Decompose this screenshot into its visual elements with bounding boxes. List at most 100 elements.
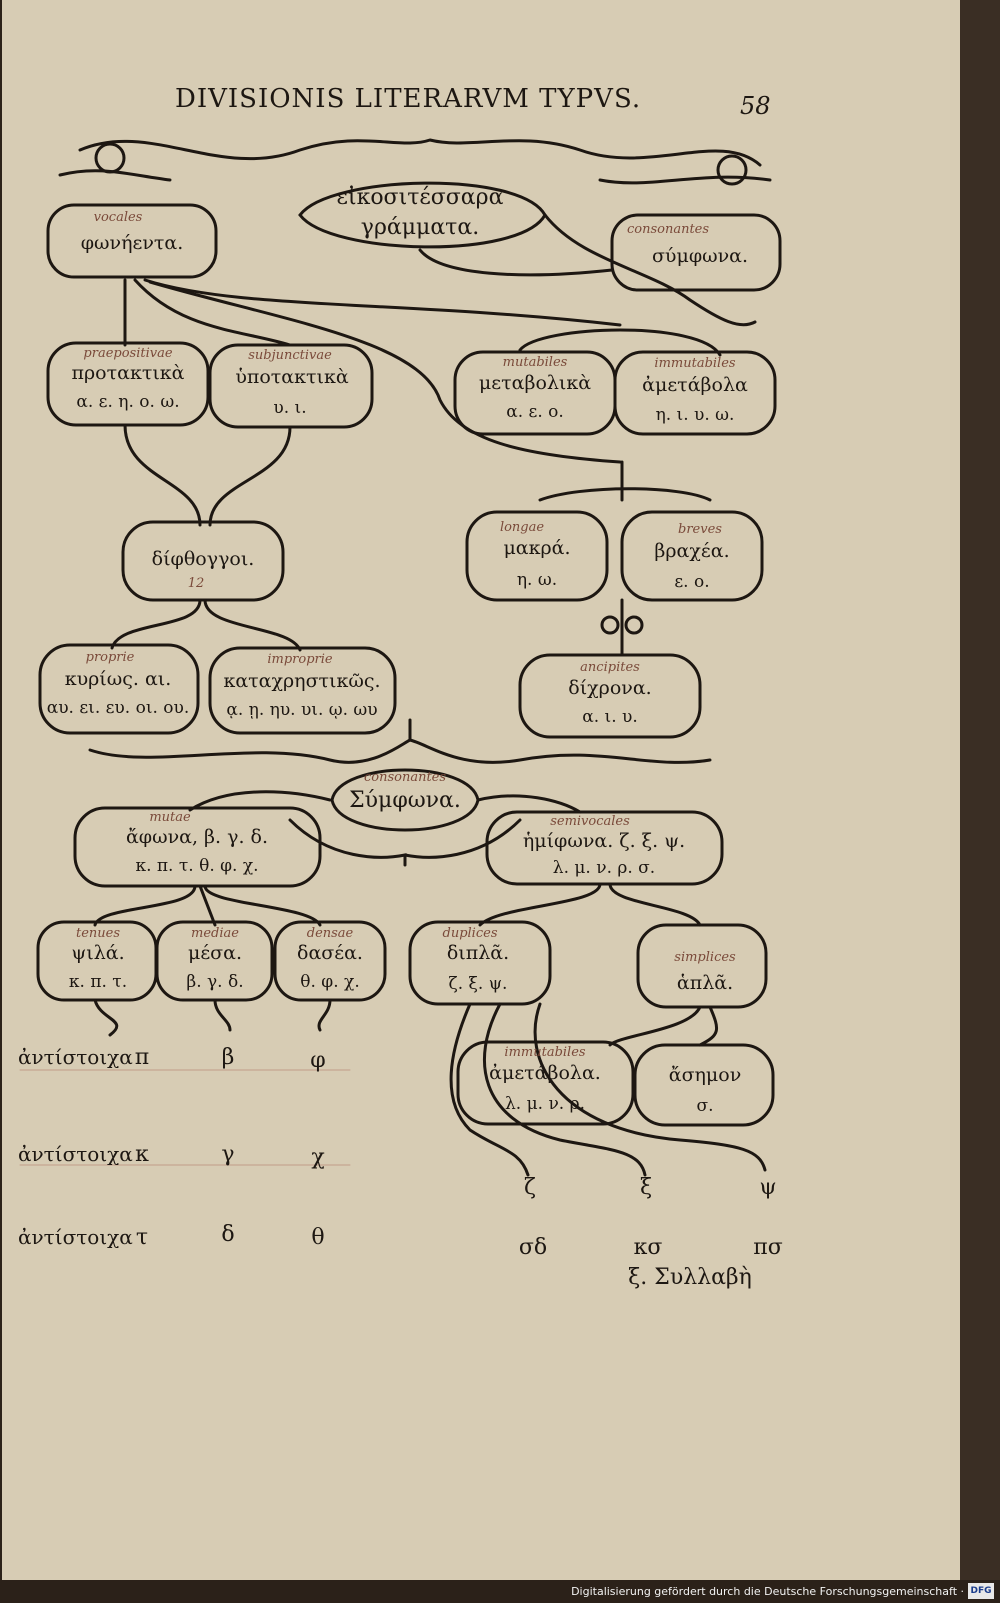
footnote-syllabe: ξ. Συλλαβὴ bbox=[628, 1265, 752, 1290]
ametabola-top-frame bbox=[613, 350, 777, 436]
consonantes-top-note: consonantes bbox=[626, 222, 710, 237]
antistoicha-label-3: ἀντίστοιχα bbox=[18, 1225, 133, 1249]
makra-note: longae bbox=[499, 520, 545, 535]
psila-note: tenues bbox=[75, 926, 121, 941]
protaktika-frame bbox=[46, 341, 210, 427]
antistoicha-1-c: φ bbox=[310, 1048, 326, 1073]
metabolika-label: μεταβολικὰ bbox=[478, 372, 592, 394]
diphthongoi-mark: 12 bbox=[187, 576, 205, 591]
symphona-mid-note: consonantes bbox=[363, 770, 447, 785]
makra-label: μακρά. bbox=[503, 537, 571, 559]
dichrona-letters: α. ι. υ. bbox=[582, 707, 638, 727]
antistoicha-2-b: γ bbox=[221, 1142, 235, 1167]
antistoicha-1-a: π bbox=[134, 1045, 150, 1070]
dichrona-note: ancipites bbox=[580, 660, 640, 675]
paper-sheet bbox=[2, 0, 960, 1580]
dasea-letters: θ. φ. χ. bbox=[300, 972, 360, 992]
asemon-letters: σ. bbox=[696, 1096, 714, 1116]
vocales-frame bbox=[46, 203, 218, 279]
katachrestikos-label: καταχρηστικῶς. bbox=[223, 670, 381, 692]
ornament-mid bbox=[88, 738, 712, 764]
ametabola-bottom-letters: λ. μ. ν. ρ. bbox=[505, 1094, 585, 1114]
protaktika-label: προτακτικὰ bbox=[71, 362, 185, 384]
consonantes-frame bbox=[610, 213, 782, 292]
aphona-frame bbox=[73, 806, 322, 888]
bracheia-note: breves bbox=[678, 522, 722, 537]
asemon-frame bbox=[633, 1043, 775, 1127]
ornament-rosette-left bbox=[94, 142, 126, 174]
book-edge bbox=[960, 0, 1000, 1580]
asemon-label: ἄσημον bbox=[668, 1064, 742, 1086]
hypotaktika-letters: υ. ι. bbox=[273, 398, 307, 418]
component-xi: κσ bbox=[633, 1235, 663, 1260]
kyrios-letters: αυ. ει. ευ. οι. ου. bbox=[46, 698, 190, 718]
dipla-frame bbox=[408, 920, 552, 1006]
mesa-label: μέσα. bbox=[187, 942, 243, 964]
ametabola-top-note: immutabiles bbox=[654, 356, 736, 371]
hypotaktika-label: ὑποτακτικὰ bbox=[235, 366, 349, 388]
hemiphona-label: ἡμίφωνα. ζ. ξ. ψ. bbox=[522, 830, 686, 852]
dasea-note: densae bbox=[306, 926, 354, 941]
hemiphona-note: semivocales bbox=[550, 814, 630, 829]
bracheia-frame bbox=[620, 510, 764, 602]
component-psi: πσ bbox=[753, 1235, 783, 1260]
bracheia-label: βραχέα. bbox=[654, 540, 730, 562]
ametabola-bottom-note: immutabiles bbox=[504, 1045, 586, 1060]
aphona-letters: κ. π. τ. θ. φ. χ. bbox=[135, 856, 259, 876]
vocales-label: φωνήεντα. bbox=[80, 232, 184, 254]
ametabola-bottom-label: ἀμετάβολα. bbox=[489, 1062, 601, 1084]
dichrona-frame bbox=[518, 653, 702, 739]
hapla-label: ἁπλᾶ. bbox=[676, 972, 734, 994]
mesa-letters: β. γ. δ. bbox=[186, 972, 244, 992]
ametabola-bottom-frame bbox=[456, 1040, 635, 1126]
mesa-note: mediae bbox=[191, 926, 239, 941]
psila-letters: κ. π. τ. bbox=[68, 972, 128, 992]
consonantes-top-label: σύμφωνα. bbox=[651, 245, 749, 267]
dfg-logo: DFG bbox=[968, 1583, 994, 1599]
double-psi: ψ bbox=[759, 1175, 777, 1200]
metabolika-letters: α. ε. ο. bbox=[506, 402, 564, 422]
page-number: 58 bbox=[740, 92, 771, 120]
page-title: DIVISIONIS LITERARVM TYPVS. bbox=[175, 84, 642, 114]
antistoicha-2-a: κ bbox=[135, 1142, 149, 1167]
aphona-label: ἄφωνα, β. γ. δ. bbox=[125, 826, 269, 848]
vocales-note: vocales bbox=[93, 210, 143, 225]
symphona-mid-label: Σύμφωνα. bbox=[349, 788, 461, 813]
component-zeta: σδ bbox=[518, 1235, 548, 1260]
makra-frame bbox=[465, 510, 609, 602]
hypotaktika-note: subjunctivae bbox=[248, 348, 332, 363]
antistoicha-1-b: β bbox=[221, 1045, 235, 1070]
makra-letters: η. ω. bbox=[516, 570, 558, 590]
root-line2: γράμματα. bbox=[360, 215, 480, 240]
dasea-label: δασέα. bbox=[297, 942, 363, 964]
dipla-letters: ζ. ξ. ψ. bbox=[448, 974, 508, 994]
root-line1: εἰκοσιτέσσαρα bbox=[336, 185, 504, 210]
hemiphona-letters: λ. μ. ν. ρ. σ. bbox=[552, 858, 656, 878]
dipla-label: διπλᾶ. bbox=[446, 942, 510, 964]
antistoicha-label-2: ἀντίστοιχα bbox=[18, 1142, 133, 1166]
double-xi: ξ bbox=[639, 1175, 653, 1200]
diphthongoi-frame bbox=[121, 520, 285, 602]
footer-bar bbox=[0, 1580, 1000, 1603]
hapla-frame bbox=[636, 923, 768, 1009]
protaktika-letters: α. ε. η. ο. ω. bbox=[76, 392, 180, 412]
katachrestikos-letters: ᾳ. ῃ. ηυ. υι. ῳ. ωυ bbox=[226, 700, 378, 720]
antistoicha-label-1: ἀντίστοιχα bbox=[18, 1045, 133, 1069]
aphona-note: mutae bbox=[149, 810, 191, 825]
ametabola-top-label: ἀμετάβολα bbox=[642, 374, 748, 396]
kyrios-note: proprie bbox=[85, 650, 135, 665]
dichrona-label: δίχρονα. bbox=[568, 677, 652, 699]
psila-label: ψιλά. bbox=[71, 942, 125, 964]
katachrestikos-note: improprie bbox=[267, 652, 333, 667]
kyrios-label: κυρίως. αι. bbox=[64, 668, 172, 690]
hapla-note: simplices bbox=[674, 950, 736, 965]
antistoicha-3-b: δ bbox=[221, 1222, 235, 1247]
hemiphona-frame bbox=[485, 810, 724, 886]
protaktika-note: praepositivae bbox=[83, 346, 173, 361]
antistoicha-3-a: τ bbox=[135, 1225, 149, 1250]
antistoicha-3-c: θ bbox=[311, 1225, 325, 1250]
ornament-top bbox=[78, 138, 762, 167]
metabolika-note: mutabiles bbox=[502, 355, 568, 370]
